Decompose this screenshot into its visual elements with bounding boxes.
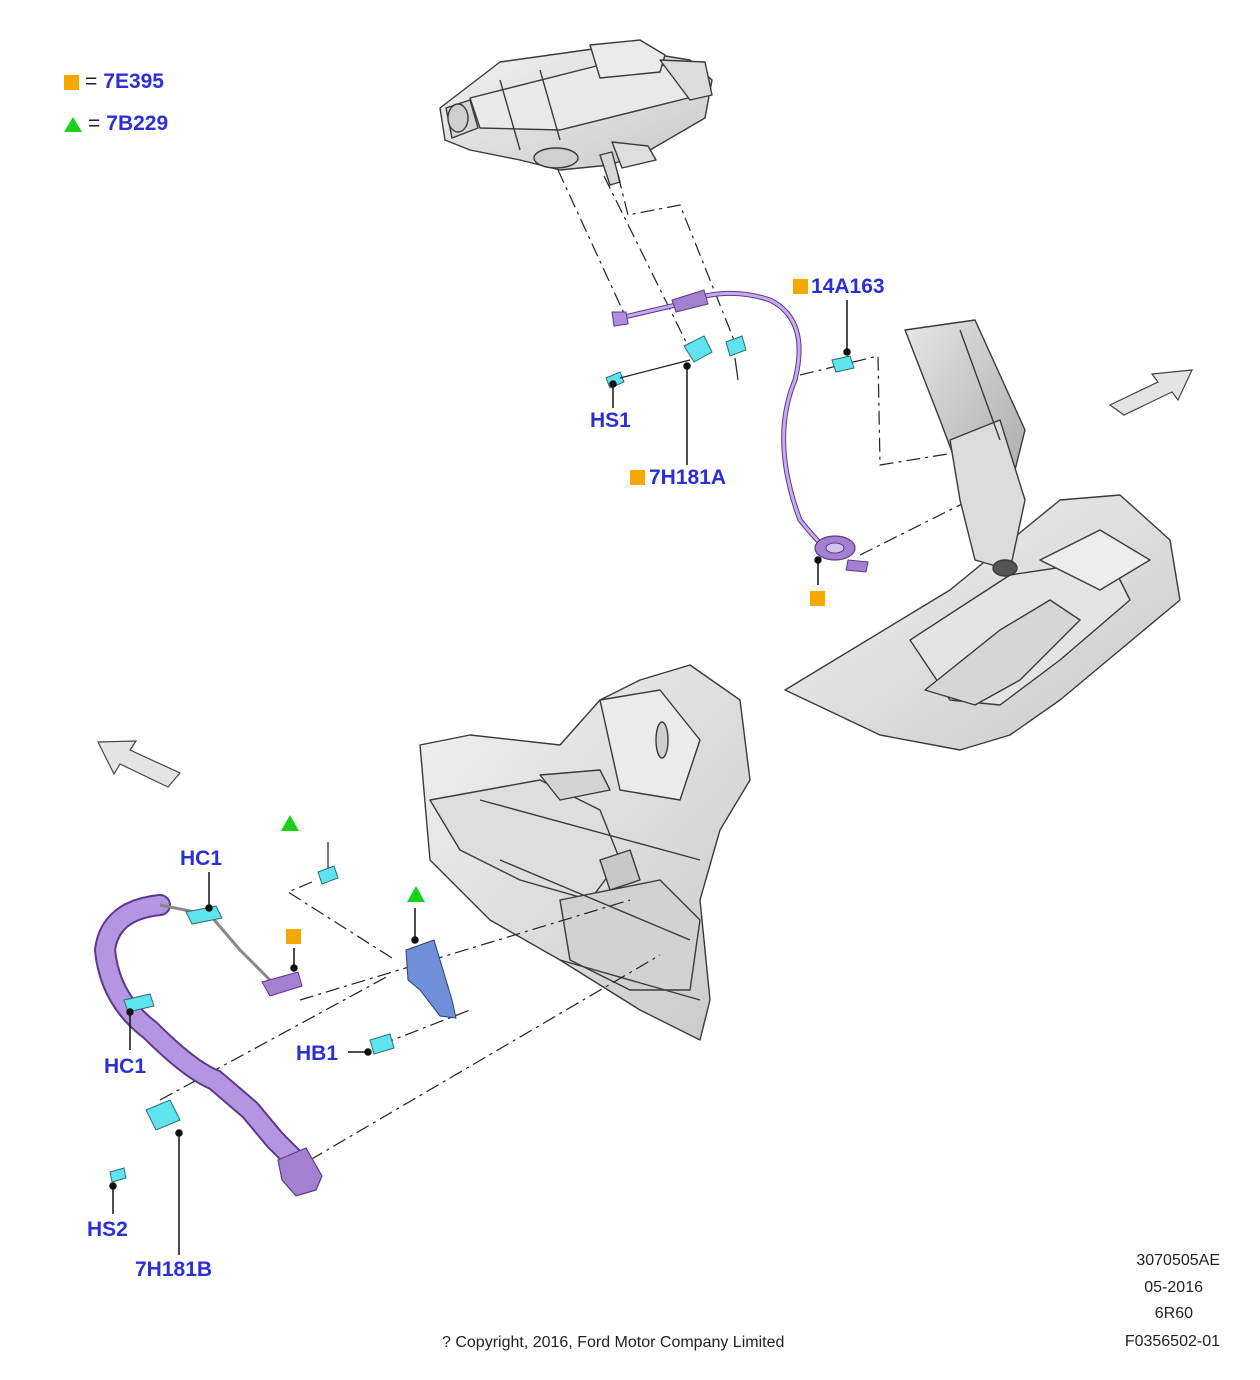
legend-row-7e395: = 7E395 xyxy=(64,70,164,94)
copyright-notice: ? Copyright, 2016, Ford Motor Company Li… xyxy=(442,1334,785,1351)
green-triangle-icon xyxy=(64,116,82,132)
legend-code: 7E395 xyxy=(103,70,164,93)
steering-column xyxy=(439,39,713,186)
assembly-leader-lines-bottom xyxy=(159,881,661,1161)
legend-code: 7B229 xyxy=(106,112,169,135)
callout-hb1: HB1 xyxy=(296,1042,339,1065)
callout-14a163: 14A163 xyxy=(811,275,885,298)
shift-cable-lower xyxy=(93,894,323,1197)
direction-arrow-icon xyxy=(97,740,181,788)
orange-square-icon xyxy=(286,929,301,944)
shift-cable-upper xyxy=(611,289,869,573)
orange-square-icon xyxy=(630,470,645,485)
diagram-date: 05-2016 xyxy=(1144,1279,1203,1296)
callout-7h181b: 7H181B xyxy=(135,1258,213,1281)
callout-hs1: HS1 xyxy=(590,409,631,432)
figure-number: F0356502-01 xyxy=(1124,1333,1220,1350)
direction-arrow-icon xyxy=(1108,369,1193,416)
diagram-code: 3070505AE xyxy=(1136,1252,1220,1269)
callout-hc1-bottom: HC1 xyxy=(104,1055,147,1078)
diagram-model: 6R60 xyxy=(1154,1305,1193,1322)
callout-hc1-top: HC1 xyxy=(180,847,223,870)
legend-equals: = xyxy=(85,70,98,93)
clip-parts-bottom xyxy=(109,865,457,1183)
transmission-housing xyxy=(419,664,751,1041)
green-triangle-icon xyxy=(407,886,425,902)
orange-square-icon xyxy=(810,591,825,606)
legend-row-7b229: = 7B229 xyxy=(64,112,168,136)
callout-hs2: HS2 xyxy=(87,1218,128,1241)
legend-equals: = xyxy=(88,112,101,135)
callout-leaders xyxy=(109,300,851,1255)
orange-square-icon xyxy=(793,279,808,294)
green-triangle-icon xyxy=(281,815,299,831)
callout-7h181a: 7H181A xyxy=(649,466,727,489)
clip-parts-top xyxy=(605,335,855,389)
orange-square-icon xyxy=(64,74,79,90)
floor-pan xyxy=(784,319,1181,751)
